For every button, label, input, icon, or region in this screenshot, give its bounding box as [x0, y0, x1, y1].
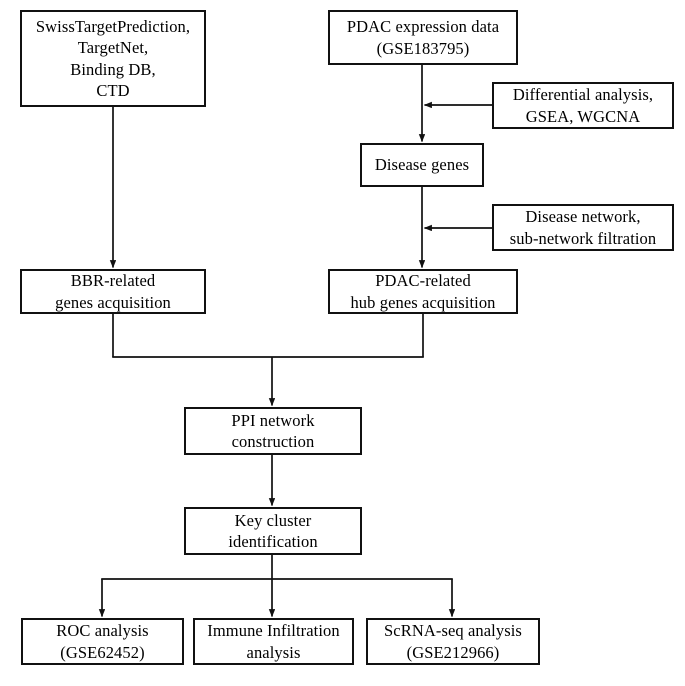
scrna-seq-analysis-box: ScRNA-seq analysis (GSE212966) [366, 618, 540, 665]
immune-infiltration-analysis-text: Immune Infiltration analysis [195, 620, 352, 662]
key-cluster-identification-text: Key cluster identification [186, 510, 360, 552]
source-databases-line-2: TargetNet, [77, 38, 149, 58]
bbr-related-genes-text: BBR-related genes acquisition [22, 270, 204, 312]
immune-infiltration-analysis-line-2: analysis [246, 642, 301, 662]
source-databases-box: SwissTargetPrediction, TargetNet, Bindin… [20, 10, 206, 107]
bbr-related-genes-line-1: BBR-related [70, 271, 156, 291]
pdac-related-hub-genes-line-2: hub genes acquisition [350, 292, 496, 312]
pdac-expression-data-text: PDAC expression data (GSE183795) [330, 16, 516, 58]
immune-infiltration-analysis-box: Immune Infiltration analysis [193, 618, 354, 665]
source-databases-line-4: CTD [96, 80, 130, 100]
immune-infiltration-analysis-line-1: Immune Infiltration [207, 621, 340, 641]
ppi-network-construction-text: PPI network construction [186, 410, 360, 452]
roc-analysis-box: ROC analysis (GSE62452) [21, 618, 184, 665]
disease-genes-line-1: Disease genes [374, 155, 470, 175]
roc-analysis-line-2: (GSE62452) [60, 642, 145, 662]
pdac-expression-data-line-2: (GSE183795) [376, 38, 470, 58]
pdac-related-hub-genes-box: PDAC-related hub genes acquisition [328, 269, 518, 314]
scrna-seq-analysis-text: ScRNA-seq analysis (GSE212966) [368, 620, 538, 662]
disease-network-filtration-line-1: Disease network, [525, 207, 641, 227]
disease-network-filtration-text: Disease network, sub-network filtration [494, 206, 672, 248]
key-cluster-identification-line-2: identification [228, 532, 318, 551]
source-databases-line-3: Binding DB, [70, 59, 156, 79]
key-cluster-identification-line-1: Key cluster [234, 510, 312, 530]
scrna-seq-analysis-line-1: ScRNA-seq analysis [384, 621, 522, 641]
differential-analysis-line-2: GSEA, WGCNA [525, 106, 641, 126]
ppi-network-construction-line-2: construction [231, 432, 315, 451]
pdac-related-hub-genes-line-1: PDAC-related [375, 271, 471, 291]
disease-genes-box: Disease genes [360, 143, 484, 187]
differential-analysis-line-1: Differential analysis, [512, 85, 654, 105]
source-databases-line-1: SwissTargetPrediction, [35, 17, 191, 37]
pdac-related-hub-genes-text: PDAC-related hub genes acquisition [330, 270, 516, 312]
differential-analysis-box: Differential analysis, GSEA, WGCNA [492, 82, 674, 129]
ppi-network-construction-box: PPI network construction [184, 407, 362, 455]
pdac-expression-data-line-1: PDAC expression data [346, 17, 500, 37]
source-databases-text: SwissTargetPrediction, TargetNet, Bindin… [22, 16, 204, 100]
pdac-expression-data-box: PDAC expression data (GSE183795) [328, 10, 518, 65]
disease-genes-text: Disease genes [362, 154, 482, 175]
scrna-seq-analysis-line-2: (GSE212966) [406, 642, 500, 662]
ppi-network-construction-line-1: PPI network [231, 410, 315, 430]
connector-merge-to-ppi [112, 314, 424, 407]
roc-analysis-text: ROC analysis (GSE62452) [23, 620, 182, 662]
disease-network-filtration-line-2: sub-network filtration [509, 228, 657, 248]
bbr-related-genes-box: BBR-related genes acquisition [20, 269, 206, 314]
differential-analysis-text: Differential analysis, GSEA, WGCNA [494, 84, 672, 126]
bbr-related-genes-line-2: genes acquisition [55, 292, 171, 312]
key-cluster-identification-box: Key cluster identification [184, 507, 362, 555]
connector-key-cluster-to-outputs [98, 555, 456, 618]
roc-analysis-line-1: ROC analysis [56, 621, 149, 641]
disease-network-filtration-box: Disease network, sub-network filtration [492, 204, 674, 251]
